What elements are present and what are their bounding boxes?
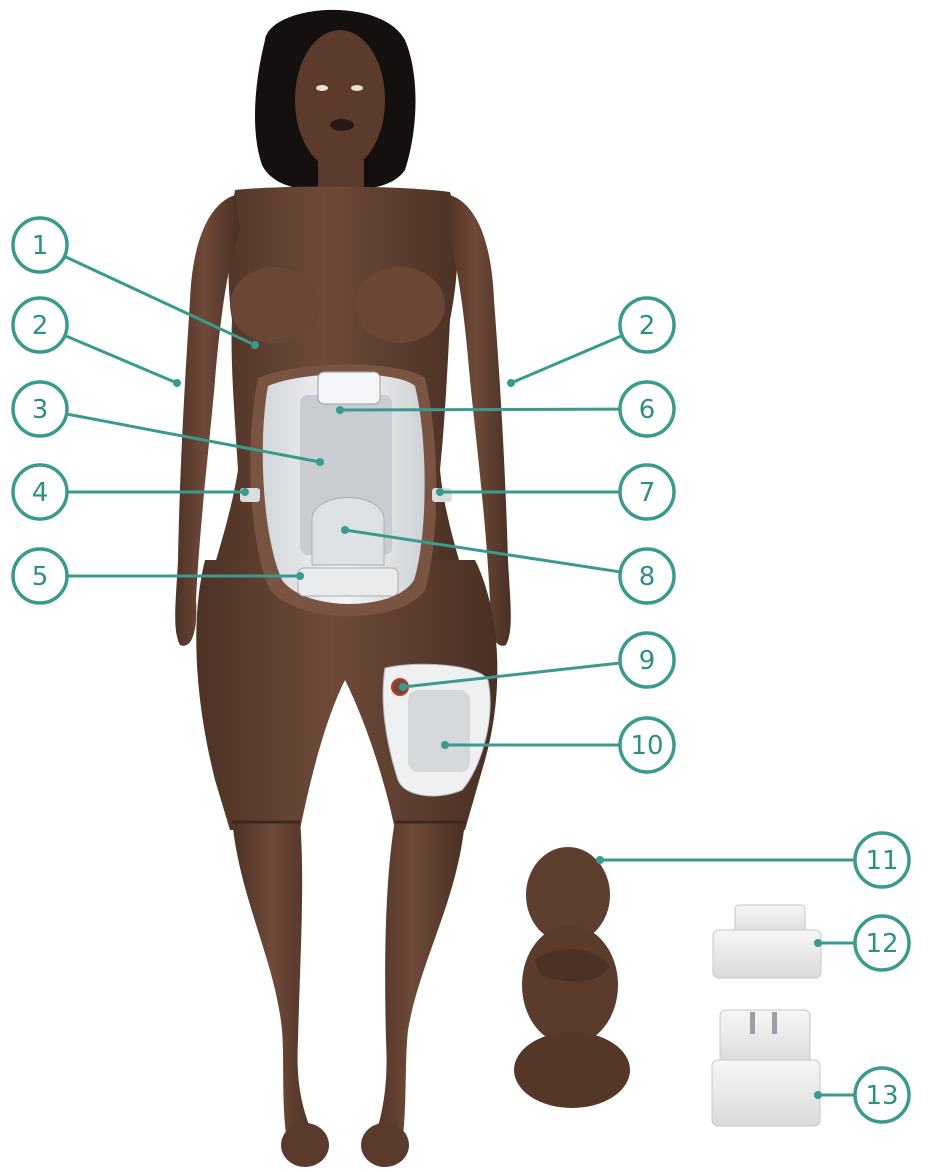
- fetal-baby: [514, 847, 630, 1108]
- callout-anchor-dot: [241, 488, 249, 496]
- callout-anchor-dot: [336, 406, 344, 414]
- accessory-cervix-12: [713, 905, 821, 978]
- callout-label: 11: [865, 846, 898, 876]
- callout-label: 9: [639, 646, 656, 676]
- accessory-cervix-13: [712, 1010, 820, 1126]
- callout-anchor-dot: [814, 1091, 822, 1099]
- thigh-reservoir-10: [408, 690, 470, 772]
- plug-prong-right: [772, 1012, 777, 1034]
- mouth: [330, 119, 354, 131]
- baby-torso: [522, 925, 618, 1045]
- callout-label: 8: [639, 562, 656, 592]
- callout-leader-line: [340, 409, 620, 410]
- callout-leader-line: [511, 336, 622, 383]
- callout-label: 12: [865, 929, 898, 959]
- callout-anchor-dot: [507, 379, 515, 387]
- callout-label: 7: [639, 478, 656, 508]
- left-eye: [316, 85, 328, 91]
- callout-leader-line: [65, 336, 177, 383]
- callout-label: 13: [865, 1081, 898, 1111]
- right-eye: [351, 85, 363, 91]
- callout-anchor-dot: [814, 939, 822, 947]
- callout-label: 4: [32, 478, 49, 508]
- left-foot: [281, 1123, 329, 1167]
- callout-label: 3: [32, 395, 49, 425]
- plug-base: [712, 1060, 820, 1126]
- left-leg: [232, 820, 320, 1160]
- head: [295, 30, 385, 170]
- callout-anchor-dot: [441, 741, 449, 749]
- maternal-manikin: [175, 10, 511, 1167]
- cervix-base: [713, 930, 821, 978]
- callout-label: 2: [639, 311, 656, 341]
- callout-anchor-dot: [399, 683, 407, 691]
- lower-module-5: [298, 568, 398, 596]
- callout-anchor-dot: [251, 341, 259, 349]
- callout-label: 5: [32, 562, 49, 592]
- plug-top: [720, 1010, 810, 1065]
- callout-label: 2: [32, 311, 49, 341]
- callout-label: 10: [630, 731, 663, 761]
- callout-label: 1: [32, 231, 49, 261]
- callout-anchor-dot: [341, 526, 349, 534]
- plug-prong-left: [750, 1012, 755, 1034]
- right-foot: [361, 1123, 409, 1167]
- callout-anchor-dot: [316, 458, 324, 466]
- callout-anchor-dot: [296, 572, 304, 580]
- baby-legs: [514, 1032, 630, 1108]
- right-leg: [370, 820, 465, 1160]
- callout-anchor-dot: [436, 488, 444, 496]
- left-breast: [230, 267, 320, 343]
- right-breast: [355, 267, 445, 343]
- callout-anchor-dot: [596, 856, 604, 864]
- top-connector-6: [318, 372, 380, 404]
- callout-anchor-dot: [173, 379, 181, 387]
- callout-label: 6: [639, 395, 656, 425]
